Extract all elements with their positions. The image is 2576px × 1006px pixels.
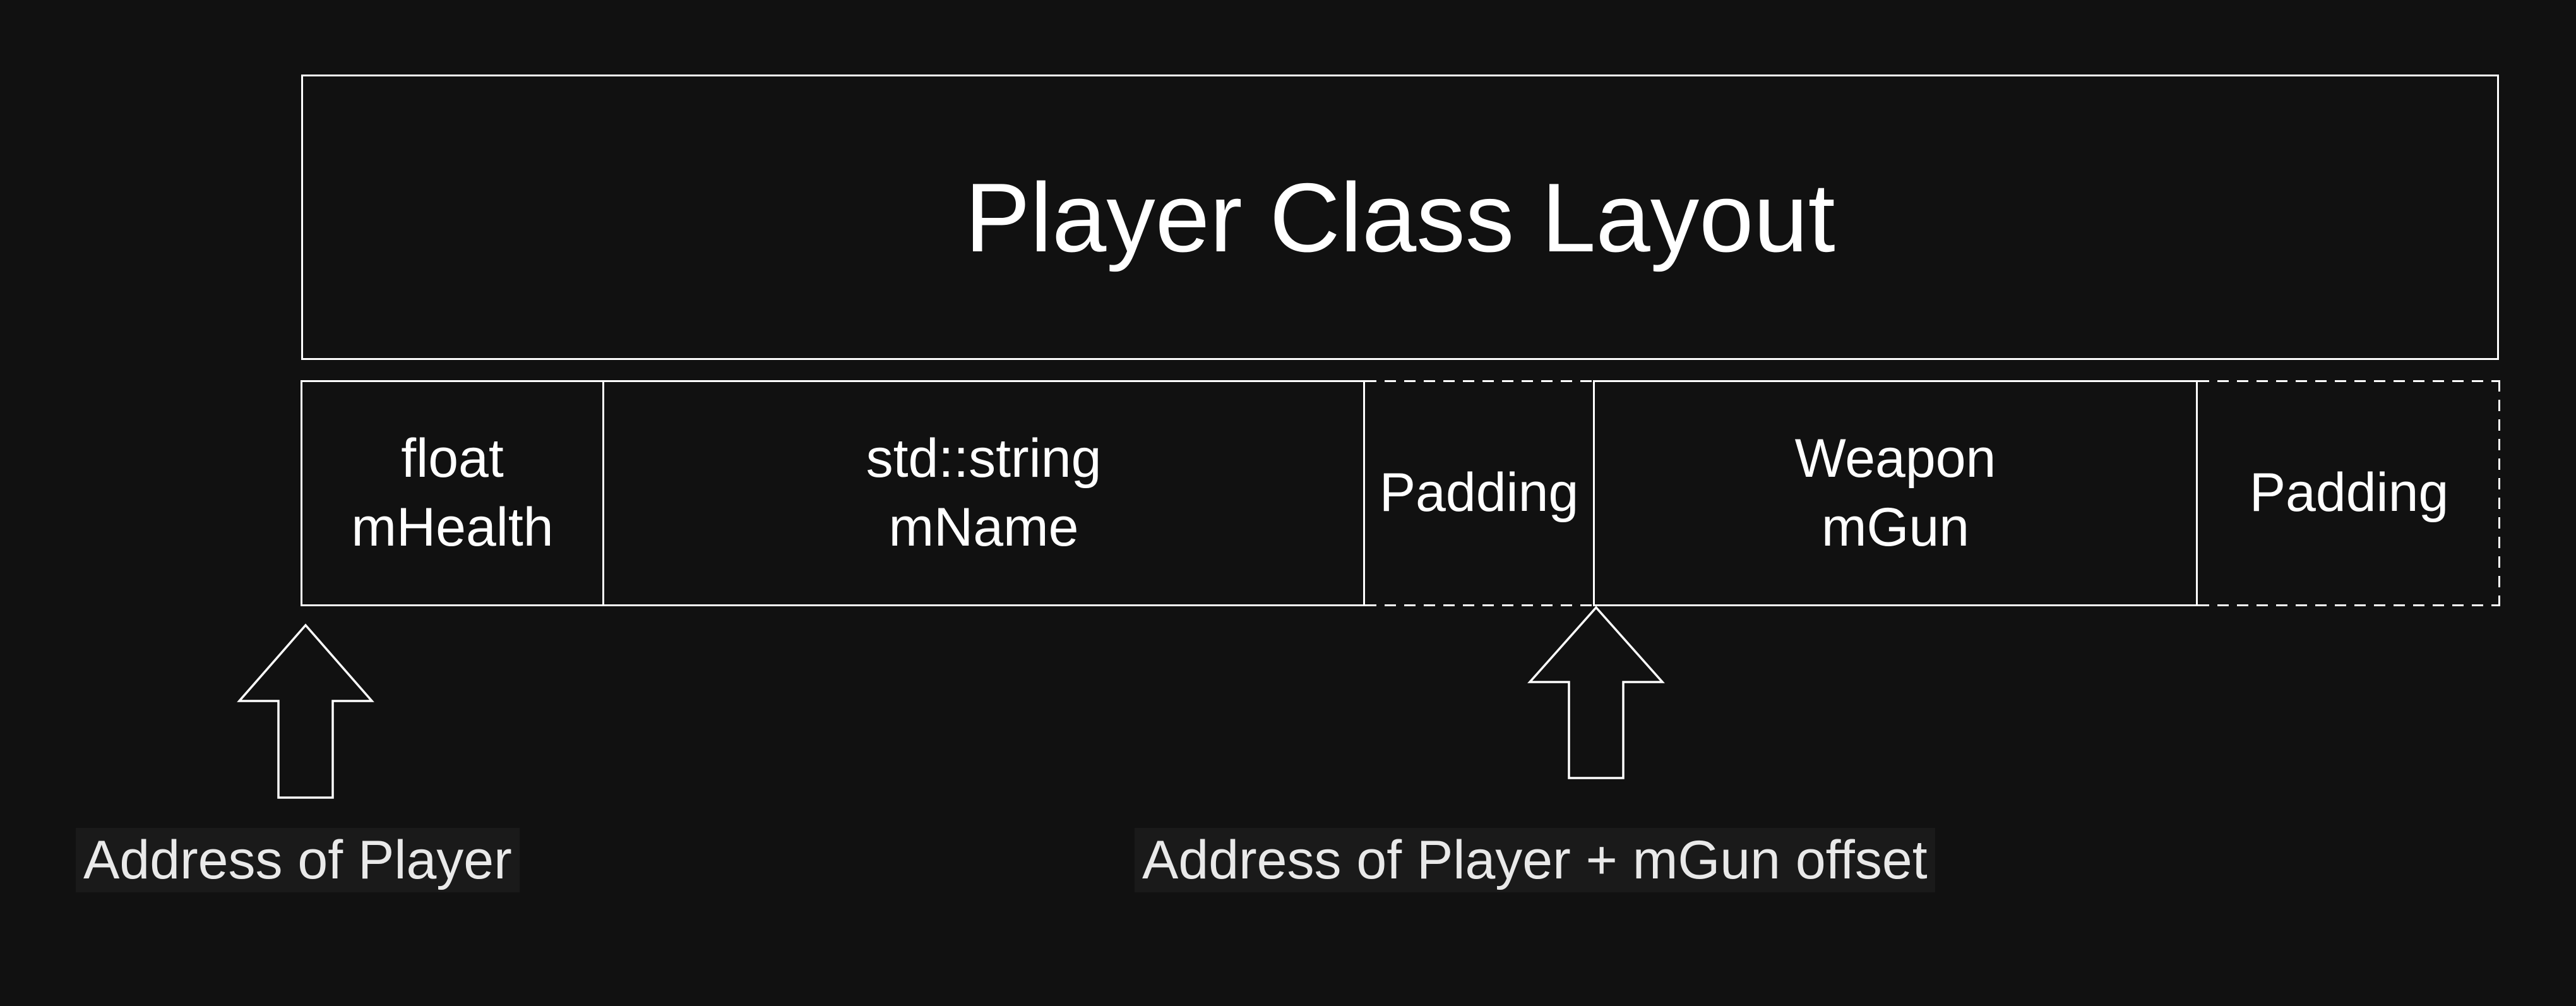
- cell-padding-1-label: Padding: [1379, 462, 1579, 524]
- title-box: Player Class Layout: [301, 75, 2499, 360]
- cell-mgun-name: mGun: [1821, 497, 1970, 558]
- cell-mhealth: float mHealth: [301, 380, 604, 606]
- up-arrow-icon-player-address: [237, 623, 374, 799]
- label-address-of-player-plus-mgun-offset-text: Address of Player + mGun offset: [1142, 830, 1928, 890]
- cell-padding-2: Padding: [2198, 380, 2500, 606]
- cell-padding-1: Padding: [1365, 380, 1593, 606]
- cell-mgun: Weapon mGun: [1593, 380, 2198, 606]
- cell-mhealth-type: float: [401, 428, 504, 489]
- cell-mname-type: std::string: [866, 428, 1102, 489]
- cell-mname: std::string mName: [604, 380, 1365, 606]
- up-arrow-icon-mgun-offset: [1527, 606, 1665, 779]
- cell-padding-2-label: Padding: [2249, 462, 2449, 524]
- cell-mgun-type: Weapon: [1794, 428, 1996, 489]
- label-address-of-player-plus-mgun-offset: Address of Player + mGun offset: [1135, 828, 1935, 892]
- cell-mhealth-name: mHealth: [351, 497, 554, 558]
- page-title: Player Class Layout: [965, 162, 1835, 272]
- label-address-of-player: Address of Player: [76, 828, 520, 892]
- cell-mname-name: mName: [888, 497, 1079, 558]
- label-address-of-player-text: Address of Player: [83, 830, 512, 890]
